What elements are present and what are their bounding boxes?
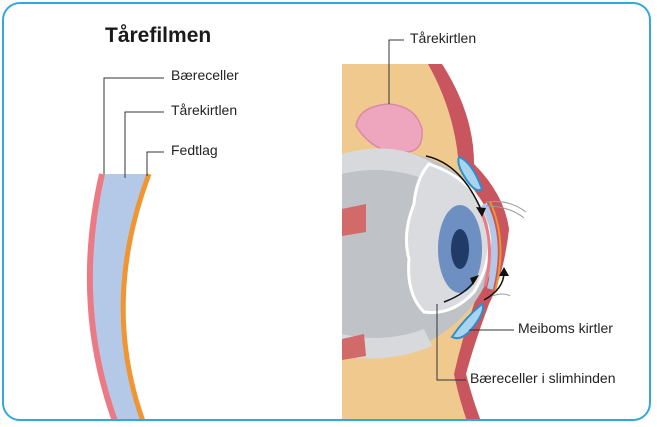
tear-film-section	[90, 78, 164, 421]
leader-mucin	[104, 78, 164, 174]
eyelashes-lower	[492, 294, 510, 296]
leader-aqueous	[125, 112, 164, 178]
label-lacrimal-gland: Tårekirtlen	[410, 30, 476, 46]
label-aqueous: Tårekirtlen	[171, 102, 237, 118]
label-mucin: Bæreceller	[171, 67, 239, 83]
aqueous-layer	[90, 174, 149, 421]
eye-section	[342, 40, 526, 421]
diagram-canvas	[4, 4, 651, 421]
diagram-card: Tårefilmen Bæreceller Tårekirtlen Fedtla…	[2, 2, 651, 421]
label-goblet-cells: Bæreceller i slimhinden	[470, 370, 616, 386]
diagram-title: Tårefilmen	[105, 24, 211, 48]
label-meibomian-glands: Meiboms kirtler	[518, 320, 613, 336]
leader-lipid	[147, 152, 164, 176]
muscle-red-strip-upper	[342, 204, 366, 236]
pupil	[451, 229, 469, 269]
label-lipid: Fedtlag	[171, 142, 218, 158]
